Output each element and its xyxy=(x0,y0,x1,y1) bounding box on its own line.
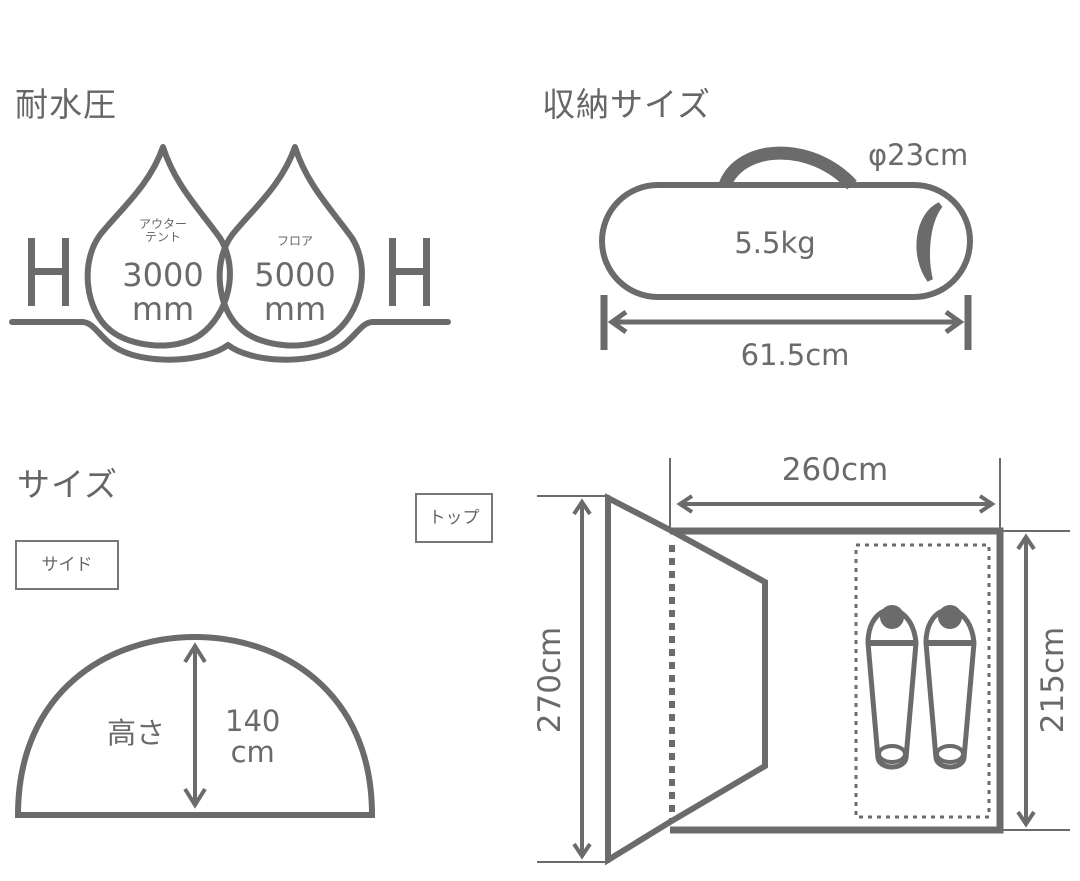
side-dome xyxy=(14,633,376,818)
height-label: 高さ xyxy=(107,716,166,750)
outer-tent-value: 3000 mm xyxy=(122,256,204,328)
top-width: 260cm xyxy=(781,452,889,488)
vestibule-outline xyxy=(605,493,768,866)
head-icon xyxy=(880,605,904,629)
inner-tent-outline xyxy=(670,527,1004,834)
outer-tent-label: アウター テント xyxy=(138,217,188,244)
bag-handle-icon xyxy=(718,146,857,190)
outer-tent-drop-icon xyxy=(84,144,233,349)
top-view-tag: トップ xyxy=(415,493,493,543)
sleeping-bag-icon xyxy=(865,607,919,770)
floor-label: フロア xyxy=(276,234,314,248)
packed-length: 61.5cm xyxy=(740,338,850,372)
mat-area xyxy=(854,543,991,819)
packed-weight: 5.5kg xyxy=(734,226,816,260)
top-total-depth: 270cm xyxy=(532,626,568,734)
head-icon xyxy=(938,605,962,629)
packed-size-heading: 収納サイズ xyxy=(542,85,712,124)
side-view-tag: サイド xyxy=(15,540,119,590)
top-inner-depth: 215cm xyxy=(1035,626,1071,734)
sleeping-bag-icon xyxy=(923,607,977,770)
bag-body xyxy=(599,182,973,300)
floor-drop-icon xyxy=(216,144,365,349)
water-pressure-heading: 耐水圧 xyxy=(15,85,117,124)
floor-value: 5000 mm xyxy=(254,256,336,328)
bag-end-icon xyxy=(916,202,943,282)
packed-diameter: φ23cm xyxy=(868,138,969,172)
size-heading: サイズ xyxy=(17,465,119,504)
height-value: 140 cm xyxy=(225,704,281,769)
ground-line xyxy=(9,319,451,363)
